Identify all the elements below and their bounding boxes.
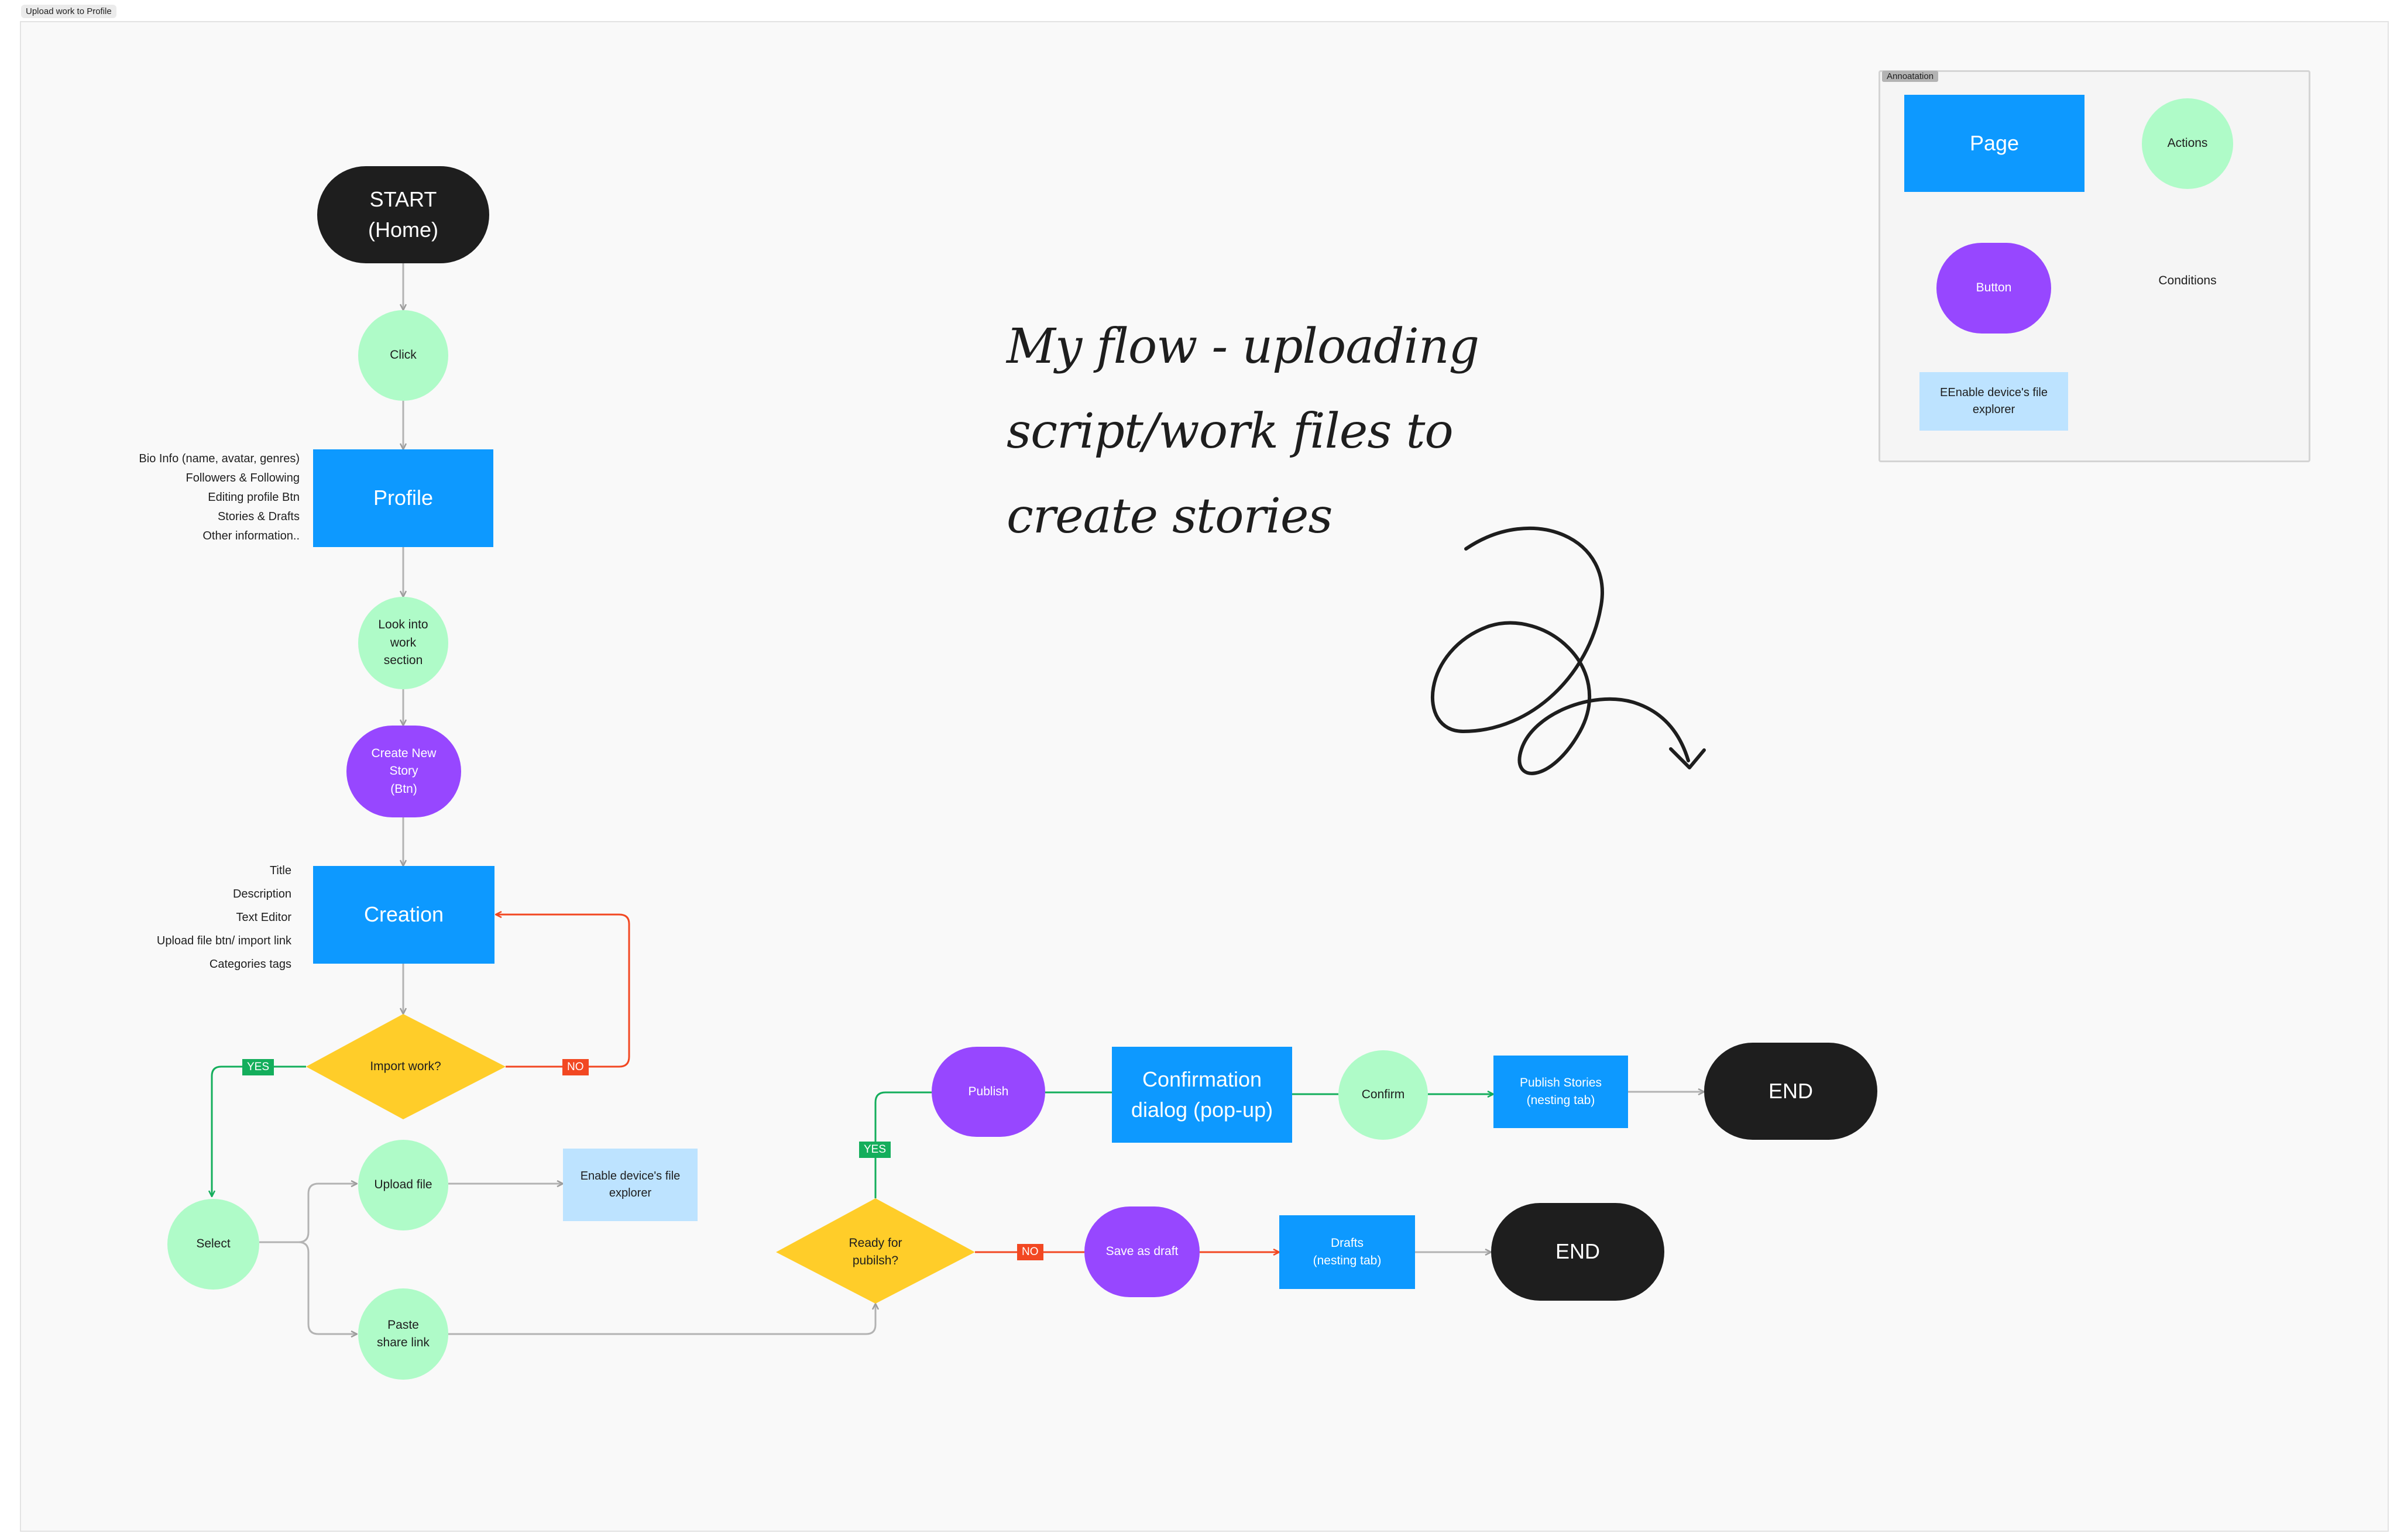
legend-page: Page: [1904, 95, 2085, 192]
explorer-label: explorer: [609, 1187, 652, 1199]
heading-line: create stories: [1007, 489, 1333, 544]
start-node[interactable]: START (Home): [317, 166, 489, 263]
connector-import-no: [496, 915, 630, 1068]
squiggle-arrowhead-icon: [1669, 747, 1706, 769]
confirmation-dialog-page[interactable]: Confirmation dialog (pop-up): [1112, 1047, 1292, 1143]
confirm-action[interactable]: Confirm: [1338, 1050, 1428, 1140]
end-label: END: [1768, 1078, 1813, 1103]
creation-page[interactable]: Creation: [313, 866, 494, 964]
action-label: Paste: [387, 1318, 419, 1332]
condition-label: Ready for: [849, 1236, 902, 1250]
drafts-page[interactable]: Drafts (nesting tab): [1279, 1215, 1415, 1289]
no-tag: NO: [562, 1059, 589, 1075]
note-line: Upload file btn/ import link: [156, 934, 291, 947]
flow-heading: My flow - uploading script/work files to…: [1007, 304, 1592, 559]
note-line: Other information..: [202, 530, 300, 542]
page-label: Confirmation: [1142, 1067, 1262, 1091]
action-label: Confirm: [1361, 1088, 1405, 1102]
publish-button[interactable]: Publish: [932, 1047, 1045, 1137]
note-line: Text Editor: [236, 911, 291, 924]
yes-tag: YES: [242, 1059, 274, 1075]
explorer-label: Enable device's file: [580, 1170, 681, 1182]
page-label: Publish Stories: [1519, 1075, 1602, 1089]
yes-tag: YES: [859, 1142, 891, 1158]
click-action[interactable]: Click: [358, 310, 448, 401]
action-label: section: [383, 654, 423, 668]
no-tag: NO: [1017, 1244, 1043, 1260]
page-label: (nesting tab): [1313, 1254, 1382, 1267]
end-label: END: [1555, 1239, 1600, 1264]
profile-page[interactable]: Profile: [313, 449, 493, 547]
button-label: Save as draft: [1105, 1245, 1179, 1259]
action-label: Select: [196, 1237, 231, 1251]
note-line: Categories tags: [209, 958, 291, 971]
upload-file-action[interactable]: Upload file: [358, 1140, 448, 1230]
action-label: work: [390, 635, 417, 649]
ready-publish-diamond: [776, 1198, 975, 1304]
legend-label: explorer: [1972, 403, 2015, 416]
connector-ready-yes: [874, 1091, 932, 1198]
note-line: Editing profile Btn: [208, 491, 300, 504]
enable-explorer-box[interactable]: Enable device's file explorer: [563, 1149, 698, 1221]
creation-notes: Title Description Text Editor Upload fil…: [117, 859, 291, 976]
connector-paste-ready: [448, 1304, 875, 1335]
squiggle-arrow-icon: [1430, 527, 1690, 775]
publish-stories-page[interactable]: Publish Stories (nesting tab): [1493, 1056, 1628, 1128]
page-label: Profile: [373, 486, 434, 510]
import-work-diamond: [306, 1014, 506, 1119]
legend-label: Actions: [2167, 136, 2208, 150]
legend-label: Page: [1969, 130, 2020, 155]
legend-conditions: Conditions: [2129, 269, 2246, 293]
legend-label: Conditions: [2158, 273, 2217, 287]
button-label: Create New: [371, 746, 437, 760]
heading-line: script/work files to: [1007, 404, 1454, 459]
start-line: START: [369, 187, 437, 211]
legend-actions: Actions: [2142, 98, 2233, 189]
connector-import-yes: [212, 1065, 306, 1197]
end-node-top[interactable]: END: [1704, 1043, 1877, 1140]
button-label: Story: [389, 764, 418, 778]
note-line: Followers & Following: [186, 472, 300, 484]
note-line: Description: [232, 888, 291, 900]
profile-notes: Bio Info (name, avatar, genres) Follower…: [99, 449, 300, 546]
note-line: Bio Info (name, avatar, genres): [139, 452, 300, 465]
paste-share-link-action[interactable]: Paste share link: [358, 1288, 448, 1380]
legend-button: Button: [1936, 243, 2051, 334]
page-label: (nesting tab): [1526, 1094, 1595, 1107]
button-label: Publish: [968, 1084, 1009, 1098]
save-as-draft-button[interactable]: Save as draft: [1084, 1206, 1200, 1297]
ready-publish-label: Ready for pubilsh?: [817, 1231, 934, 1273]
note-line: Title: [269, 864, 291, 877]
import-work-label: Import work?: [347, 1055, 464, 1078]
heading-line: My flow - uploading: [1007, 319, 1479, 374]
note-line: Stories & Drafts: [217, 510, 300, 523]
look-into-work-action[interactable]: Look into work section: [358, 597, 448, 689]
condition-label: pubilsh?: [852, 1254, 899, 1267]
legend-label: EEnable device's file: [1940, 386, 2048, 399]
legend-label: Button: [1976, 281, 2012, 295]
connector-select-upload: [259, 1184, 357, 1243]
action-label: Look into: [378, 618, 428, 632]
action-label: share link: [377, 1336, 430, 1349]
end-node-bottom[interactable]: END: [1491, 1203, 1664, 1301]
action-label: Click: [390, 348, 417, 362]
create-new-story-button[interactable]: Create New Story (Btn): [346, 726, 461, 817]
start-line: (Home): [368, 218, 438, 242]
page-label: Drafts: [1330, 1236, 1364, 1250]
action-label: Upload file: [374, 1178, 432, 1192]
select-action[interactable]: Select: [167, 1199, 259, 1290]
legend-explorer: EEnable device's file explorer: [1919, 372, 2068, 431]
connector-select-paste: [259, 1241, 357, 1334]
condition-label: Import work?: [370, 1059, 441, 1073]
page-label: Creation: [363, 902, 444, 927]
annotation-label: Annoatation: [1882, 71, 1939, 82]
page-label: dialog (pop-up): [1131, 1098, 1273, 1122]
button-label: (Btn): [390, 782, 417, 796]
board-title[interactable]: Upload work to Profile: [21, 5, 116, 18]
